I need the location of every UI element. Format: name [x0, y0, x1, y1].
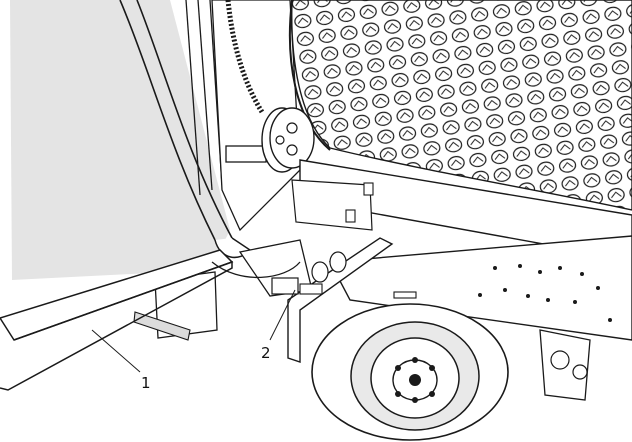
perforated-drum [291, 0, 632, 211]
right-fitting-2 [572, 364, 588, 380]
callout-1-label: 1 [141, 374, 151, 392]
drive-chain [225, 0, 265, 114]
curved-tube-inner [136, 0, 233, 239]
frame-post-2 [197, 0, 213, 191]
bracket-plate [291, 179, 373, 231]
callout-1-leader [91, 329, 141, 373]
foreground-beam-lower [0, 260, 233, 391]
drive-hub [225, 107, 315, 173]
diagonal-bracket [287, 237, 394, 363]
sensor-component [271, 251, 347, 295]
bracket-clip-1 [363, 182, 374, 196]
drum-housing [211, 0, 301, 232]
curved-guide [211, 261, 301, 279]
lower-rail [133, 311, 191, 341]
callout-2-leader [269, 289, 296, 341]
right-fitting-1 [550, 350, 570, 370]
wheel-assembly [311, 303, 509, 441]
frame-post-1 [185, 0, 201, 196]
curved-tube-outer [119, 0, 216, 241]
bracket-clip-2 [345, 209, 356, 223]
callout-2-label: 2 [261, 344, 271, 362]
chassis-slot [393, 291, 417, 299]
chassis-beam [328, 235, 632, 341]
drum-front-edge [288, 0, 331, 151]
left-shadow-wall [10, 0, 230, 280]
chassis-holes [478, 264, 612, 322]
